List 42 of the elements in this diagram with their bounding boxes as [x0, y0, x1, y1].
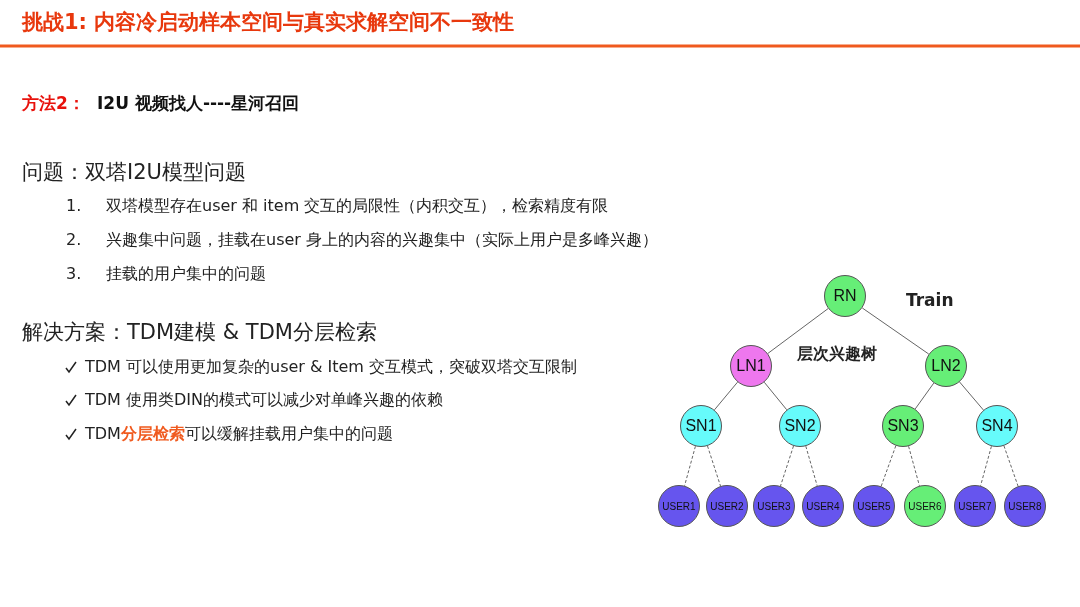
tree-node-circle: USER6 — [904, 485, 946, 527]
tree-edge — [959, 381, 984, 411]
list-item: 挂载的用户集中的问题 — [106, 264, 266, 285]
tree-node-circle: SN1 — [680, 405, 722, 447]
dashed-connector — [707, 445, 721, 487]
tree-node-circle: SN2 — [779, 405, 821, 447]
tree-edge — [713, 381, 739, 411]
tree-node-circle: SN3 — [882, 405, 924, 447]
tree-edge — [763, 381, 788, 411]
method-label: 方法2： — [22, 92, 85, 115]
subheading: I2U 视频找人----星河召回 — [97, 92, 300, 115]
tree-node-circle: RN — [824, 275, 866, 317]
tree-node-circle: LN1 — [730, 345, 772, 387]
dashed-connector — [880, 445, 897, 487]
tree-node-circle: USER8 — [1004, 485, 1046, 527]
tree-node-circle: USER2 — [706, 485, 748, 527]
tree-node-circle: USER3 — [753, 485, 795, 527]
tree-edge — [914, 382, 935, 410]
bullet-item: TDM分层检索可以缓解挂载用户集中的问题 — [85, 424, 393, 445]
section-heading: 问题：双塔I2U模型问题 — [22, 159, 246, 186]
dashed-connector — [805, 445, 818, 487]
tree-node-circle: USER4 — [802, 485, 844, 527]
tree-node-circle: LN2 — [925, 345, 967, 387]
tree-node-circle: USER7 — [954, 485, 996, 527]
list-number: 2. — [66, 230, 82, 249]
list-number: 1. — [66, 196, 82, 215]
tree-node-circle: USER1 — [658, 485, 700, 527]
section-heading: 解决方案：TDM建模 & TDM分层检索 — [22, 319, 377, 346]
bullet-item: TDM 使用类DIN的模式可以减少对单峰兴趣的依赖 — [85, 390, 443, 411]
tree-title: 层次兴趣树 — [797, 344, 877, 365]
tree-edge — [767, 308, 829, 354]
list-number: 3. — [66, 264, 82, 283]
slide-title: 挑战1: 内容冷启动样本空间与真实求解空间不一致性 — [22, 9, 515, 36]
bullet-item: TDM 可以使用更加复杂的user & Item 交互模式，突破双塔交互限制 — [85, 357, 578, 378]
tree-label: Train — [906, 290, 954, 310]
dashed-connector — [1003, 445, 1019, 487]
dashed-connector — [780, 445, 794, 487]
tree-edge — [861, 307, 930, 355]
tree-node-circle: SN4 — [976, 405, 1018, 447]
list-item: 兴趣集中问题，挂载在user 身上的内容的兴趣集中（实际上用户是多峰兴趣） — [106, 230, 658, 251]
list-item: 双塔模型存在user 和 item 交互的局限性（内积交互），检索精度有限 — [106, 196, 609, 217]
tree-node-circle: USER5 — [853, 485, 895, 527]
